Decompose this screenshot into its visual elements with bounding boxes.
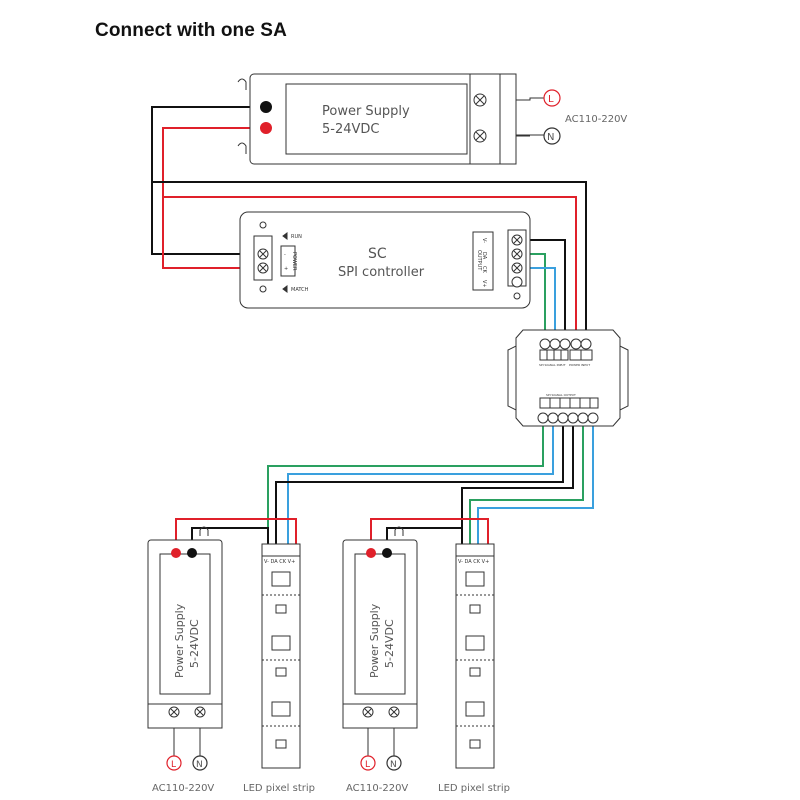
controller-subtitle: SPI controller (338, 265, 425, 280)
left-strip-label: LED pixel strip (243, 783, 315, 794)
controller-title: SC (368, 246, 387, 262)
left-power-supply (147, 526, 223, 729)
wire-amp-right-green (469, 424, 584, 545)
top-psu-negative-terminal (260, 101, 272, 113)
controller-match-label: MATCH (291, 287, 309, 293)
spi-controller (239, 211, 531, 309)
amp-output-terminals (537, 412, 599, 424)
left-ac-l-terminal (166, 755, 182, 771)
power-supply-top (237, 73, 530, 165)
left-strip-pin-labels: V- DA CK V+ (264, 559, 295, 565)
right-ac-l-terminal (360, 755, 376, 771)
wire-amp-right-black (461, 424, 574, 545)
wire-psu-black-to-controller (151, 106, 266, 255)
left-ac-voltage-label: AC110-220V (152, 783, 214, 794)
top-psu-label-line2: 5-24VDC (322, 122, 379, 137)
wire-left-red (175, 518, 297, 553)
right-psu-negative-terminal (382, 548, 392, 558)
controller-output-label: OUTPUT (476, 250, 482, 271)
right-power-supply (342, 526, 418, 729)
top-ac-l-label: L (548, 94, 554, 105)
top-ac-l-terminal (543, 89, 561, 107)
controller-run-label: RUN (291, 234, 302, 240)
wire-right-red (370, 518, 489, 553)
left-psu-positive-terminal (171, 548, 181, 558)
controller-output-pin-da: DA (481, 252, 487, 260)
controller-power-pin-plus: + (284, 266, 288, 272)
top-ac-voltage-label: AC110-220V (565, 114, 627, 125)
right-psu-positive-terminal (366, 548, 376, 558)
controller-output-pin-vplus: V+ (481, 280, 487, 288)
left-ac-l-label: L (171, 760, 176, 770)
right-psu-label-line1: Power Supply (368, 603, 381, 678)
top-ac-n-label: N (547, 132, 554, 143)
right-ac-l-label: L (365, 760, 370, 770)
right-ac-voltage-label: AC110-220V (346, 783, 408, 794)
left-psu-label-line1: Power Supply (173, 603, 186, 678)
controller-output-pin-ck: CK (481, 266, 487, 273)
page-title: Connect with one SA (95, 20, 287, 41)
right-psu-label-line2: 5-24VDC (383, 619, 396, 668)
left-psu-label-line2: 5-24VDC (188, 619, 201, 668)
left-ac-n-terminal (192, 755, 208, 771)
controller-power-label: POWER (291, 252, 297, 271)
sa-amplifier (507, 329, 629, 427)
right-strip-label: LED pixel strip (438, 783, 510, 794)
wire-amp-left-green (267, 424, 544, 545)
right-ac-n-terminal (386, 755, 402, 771)
top-psu-positive-terminal (260, 122, 272, 134)
top-ac-n-terminal (543, 127, 561, 145)
amp-power-input-label: POWER INPUT (569, 363, 590, 367)
wire-amp-left-blue (287, 424, 554, 545)
left-led-pixel-strip (261, 543, 301, 769)
wire-amp-right-blue (477, 424, 594, 545)
wire-amp-left-black (275, 424, 564, 545)
right-ac-n-label: N (390, 760, 397, 770)
right-led-pixel-strip (455, 543, 495, 769)
amp-output-label: SPI SIGNAL OUTPUT (546, 393, 576, 397)
wire-ctrl-vminus (517, 239, 566, 346)
wire-psu-black-to-amp (152, 181, 587, 346)
amp-input-label: SPI SIGNAL INPUT (539, 363, 566, 367)
amp-input-terminals (539, 338, 592, 350)
wire-psu-red-to-amp (163, 196, 577, 346)
controller-power-pin-minus: - (284, 252, 286, 258)
left-ac-n-label: N (196, 760, 203, 770)
top-psu-label-line1: Power Supply (322, 104, 410, 119)
left-psu-negative-terminal (187, 548, 197, 558)
right-strip-pin-labels: V- DA CK V+ (458, 559, 489, 565)
controller-output-pin-vminus: V- (481, 238, 487, 243)
